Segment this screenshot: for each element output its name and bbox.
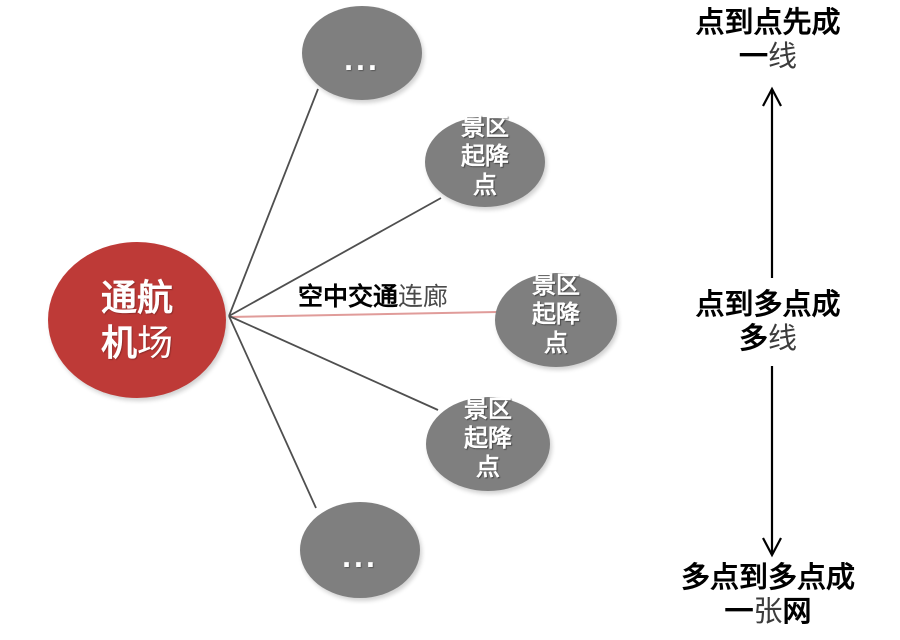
- corridor-label-light: 连廊: [398, 283, 449, 311]
- spoke-node-site-3: 景区 起降 点: [426, 395, 550, 491]
- corridor-label-bold: 空中交通: [298, 283, 399, 311]
- hub-label-line1: 通航: [100, 277, 173, 318]
- stage-3-line2a: 一: [724, 596, 754, 628]
- hub-node-label: 通航 机场: [101, 275, 173, 365]
- stage-label-point-to-multipoint: 点到多点成 多线: [618, 288, 900, 356]
- connector-line-bottom-ellipsis: [228, 315, 317, 509]
- site-1-label-line3: 点: [473, 171, 497, 199]
- stage-2-line2b: 线: [768, 323, 798, 355]
- site-2-label: 景区 起降 点: [532, 271, 580, 358]
- site-1-label-line2: 起降: [461, 142, 509, 170]
- site-1-label: 景区 起降 点: [461, 113, 509, 200]
- stage-1-line2b: 线: [768, 41, 798, 73]
- corridor-label: 空中交通连廊: [298, 277, 448, 313]
- ellipsis-top-label: ...: [344, 41, 380, 77]
- site-3-label-line3: 点: [476, 453, 500, 481]
- stage-arrow-down: [762, 366, 782, 558]
- site-3-label-line2: 起降: [464, 424, 512, 452]
- site-2-label-line2: 起降: [532, 300, 580, 328]
- stage-1-line2a: 一: [738, 41, 768, 73]
- connector-line-top-ellipsis: [228, 88, 319, 317]
- stage-1-line1: 点到点先成: [695, 7, 841, 39]
- stage-arrow-up: [762, 86, 782, 278]
- stage-label-point-to-point: 点到点先成 一线: [618, 6, 900, 74]
- stage-2-line2a: 多: [738, 323, 768, 355]
- connector-line-site-1: [228, 197, 442, 317]
- connector-line-site-3: [228, 315, 439, 411]
- stage-2-line1: 点到多点成: [695, 289, 841, 321]
- stage-3-line2b: 张: [753, 596, 783, 628]
- site-1-label-line1: 景区: [461, 113, 509, 141]
- stage-3-line1: 多点到多点成: [680, 562, 855, 594]
- site-3-label-line1: 景区: [464, 395, 512, 423]
- corridor-connector-line: [228, 311, 498, 318]
- stage-3-line2c: 网: [782, 596, 812, 628]
- site-3-label: 景区 起降 点: [464, 395, 512, 482]
- hub-label-line2-main: 机: [100, 322, 137, 363]
- ellipsis-bottom-label: ...: [342, 538, 378, 574]
- site-2-label-line3: 点: [544, 329, 568, 357]
- spoke-node-site-1: 景区 起降 点: [425, 114, 545, 207]
- hub-node-airport: 通航 机场: [48, 242, 226, 398]
- spoke-node-ellipsis-top: ...: [302, 6, 422, 100]
- spoke-node-ellipsis-bottom: ...: [300, 502, 420, 598]
- hub-label-line2-alt: 场: [137, 322, 174, 363]
- stage-label-multipoint-to-multipoint: 多点到多点成 一张网: [618, 561, 900, 629]
- spoke-node-site-2: 景区 起降 点: [495, 271, 617, 367]
- site-2-label-line1: 景区: [532, 271, 580, 299]
